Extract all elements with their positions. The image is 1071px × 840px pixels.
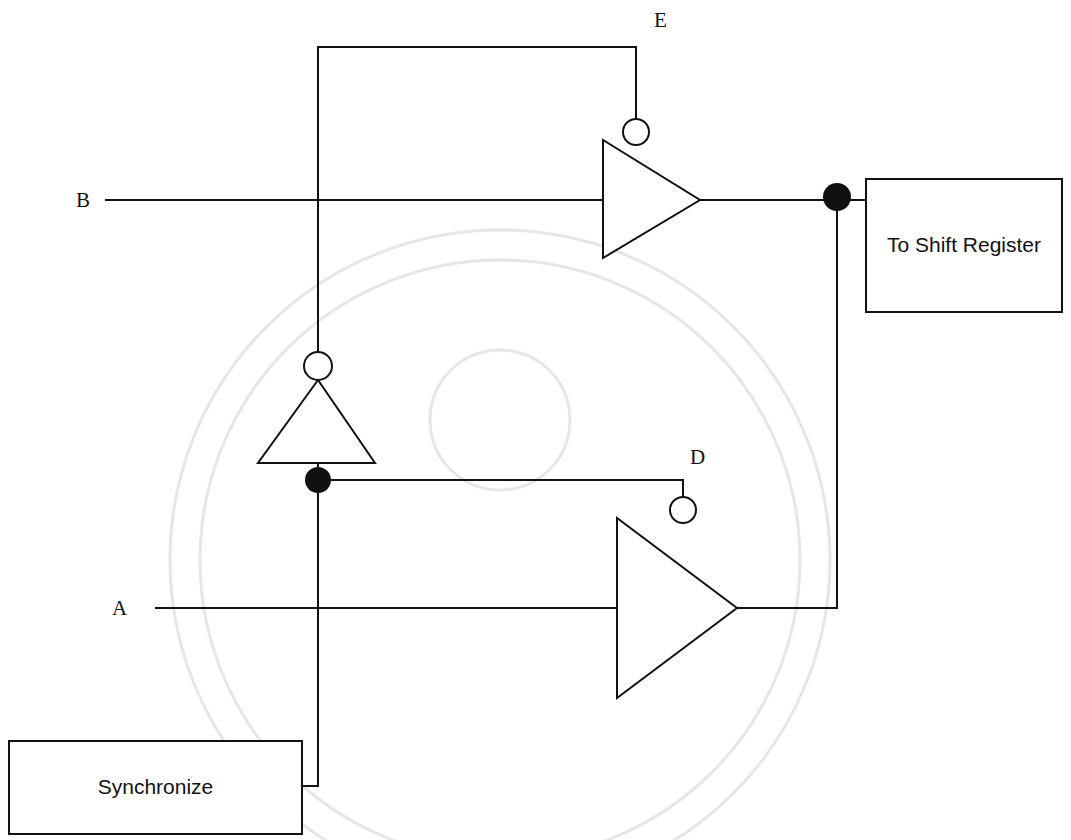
tristate-buffer [617, 518, 737, 698]
inverter-bubble [304, 352, 332, 380]
wire-e [318, 47, 636, 352]
enable-bubble [623, 119, 649, 145]
box-label: To Shift Register [887, 227, 1041, 264]
wire-sync [303, 463, 318, 786]
tristate-buffer [603, 140, 700, 258]
junction-dot [305, 467, 331, 493]
wire-a [155, 607, 617, 609]
signal-name: A [112, 598, 127, 619]
input-box: Synchronize [8, 740, 303, 835]
signal-name: E [654, 10, 667, 31]
enable-bubble [670, 497, 696, 523]
wire-out [737, 200, 837, 608]
signal-name: D [690, 447, 705, 468]
wire-d [318, 480, 683, 497]
output-box: To Shift Register [865, 178, 1063, 313]
signal-name: B [76, 190, 90, 211]
wire-b [105, 199, 603, 201]
junction-dot [823, 183, 851, 211]
box-label: Synchronize [98, 769, 214, 806]
inverter [258, 380, 375, 463]
